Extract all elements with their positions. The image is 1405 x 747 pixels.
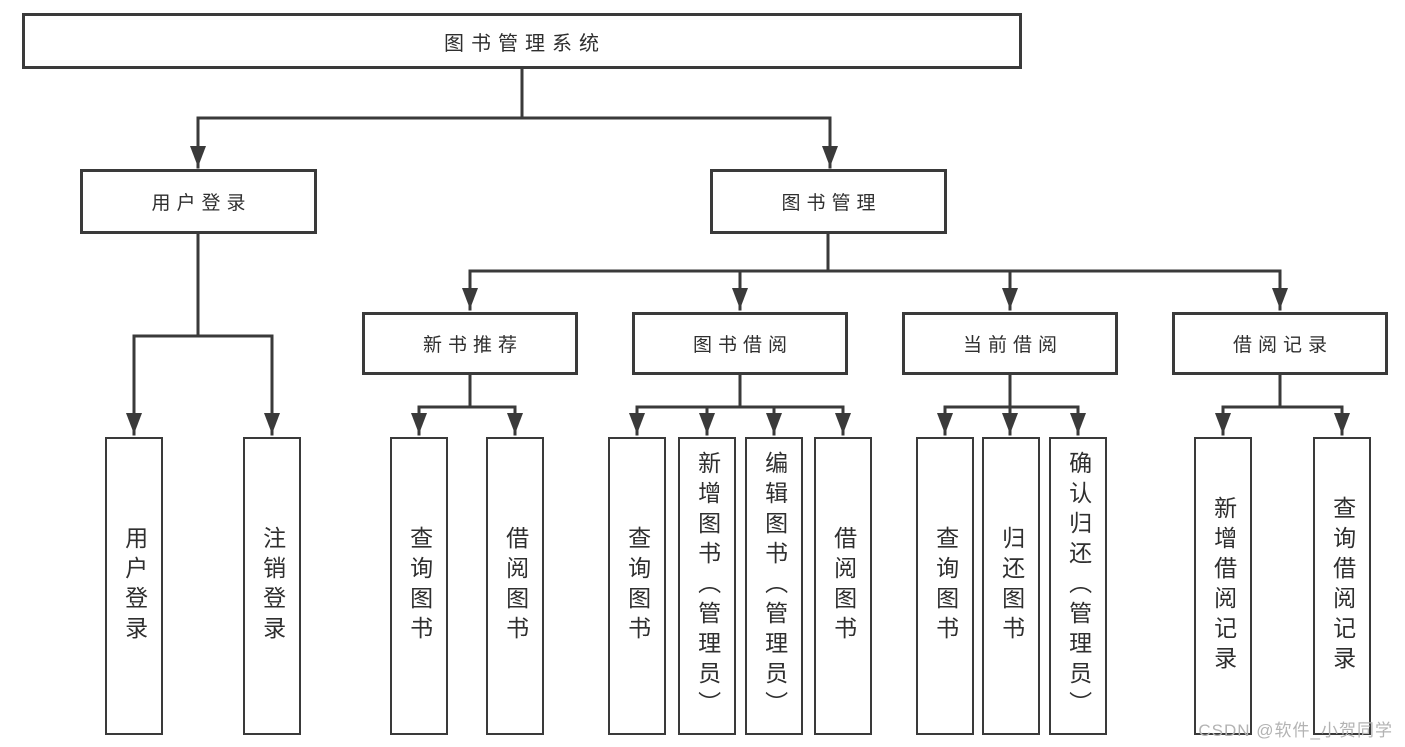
leaf-logout-label: 注销登录	[259, 526, 286, 646]
leaf-add-books: 新增图书（管理员）	[678, 437, 736, 735]
node-new-book-rec: 新书推荐	[362, 312, 578, 375]
leaf-user-login-label: 用户登录	[121, 526, 148, 646]
node-user-login: 用户登录	[80, 169, 317, 234]
node-user-login-label: 用户登录	[151, 193, 252, 214]
leaf-query-books-3-label: 查询图书	[932, 526, 959, 646]
leaf-query-books-2-label: 查询图书	[624, 526, 651, 646]
leaf-add-borrow-record: 新增借阅记录	[1194, 437, 1252, 735]
edge-group-new-book-rec	[411, 373, 523, 436]
node-borrow-record: 借阅记录	[1172, 312, 1388, 375]
leaf-return-books-label: 归还图书	[998, 526, 1025, 646]
node-book-mgmt: 图书管理	[710, 169, 947, 234]
edge-group-book-borrow	[629, 373, 851, 436]
node-book-borrow: 图书借阅	[632, 312, 848, 375]
edge-group-root	[190, 67, 838, 169]
edge-group-current-borrow	[937, 373, 1086, 436]
leaf-return-books: 归还图书	[982, 437, 1040, 735]
leaf-add-books-label: 新增图书（管理员）	[694, 451, 721, 721]
leaf-query-books-1-label: 查询图书	[406, 526, 433, 646]
leaf-borrow-books-1: 借阅图书	[486, 437, 544, 735]
leaf-query-borrow-record: 查询借阅记录	[1313, 437, 1371, 735]
node-root: 图书管理系统	[22, 13, 1022, 69]
leaf-borrow-books-1-label: 借阅图书	[502, 526, 529, 646]
leaf-edit-books: 编辑图书（管理员）	[745, 437, 803, 735]
leaf-add-borrow-record-label: 新增借阅记录	[1210, 496, 1237, 676]
leaf-logout: 注销登录	[243, 437, 301, 735]
leaf-query-books-1: 查询图书	[390, 437, 448, 735]
leaf-user-login: 用户登录	[105, 437, 163, 735]
edge-group-book-mgmt	[462, 232, 1288, 311]
node-borrow-record-label: 借阅记录	[1232, 335, 1333, 356]
node-book-mgmt-label: 图书管理	[781, 193, 882, 214]
node-current-borrow-label: 当前借阅	[962, 335, 1063, 356]
leaf-borrow-books-2: 借阅图书	[814, 437, 872, 735]
csdn-watermark: CSDN @软件_小贺同学	[1198, 721, 1393, 740]
leaf-confirm-return-label: 确认归还（管理员）	[1065, 451, 1092, 721]
node-current-borrow: 当前借阅	[902, 312, 1118, 375]
node-root-label: 图书管理系统	[444, 32, 606, 55]
leaf-confirm-return: 确认归还（管理员）	[1049, 437, 1107, 735]
leaf-borrow-books-2-label: 借阅图书	[830, 526, 857, 646]
node-new-book-rec-label: 新书推荐	[422, 335, 523, 356]
leaf-query-books-2: 查询图书	[608, 437, 666, 735]
edge-group-borrow-record	[1215, 373, 1350, 436]
leaf-query-books-3: 查询图书	[916, 437, 974, 735]
node-book-borrow-label: 图书借阅	[692, 335, 793, 356]
leaf-query-borrow-record-label: 查询借阅记录	[1329, 496, 1356, 676]
edge-group-user-login	[126, 232, 280, 436]
leaf-edit-books-label: 编辑图书（管理员）	[761, 451, 788, 721]
